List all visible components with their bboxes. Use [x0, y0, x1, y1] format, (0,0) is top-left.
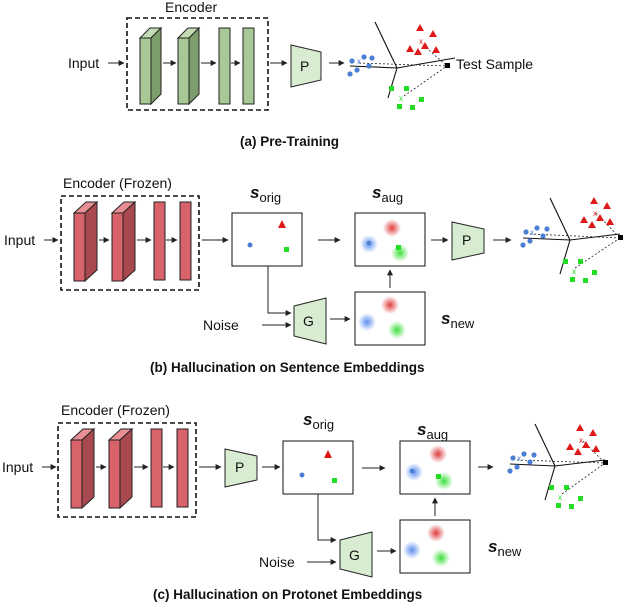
s-orig-box [282, 440, 354, 495]
input-label: Input [4, 232, 35, 248]
encoder-layer-1 [72, 200, 99, 283]
test-sample-label: Test Sample [456, 56, 533, 72]
encoder-layer-4 [176, 428, 189, 508]
embedding-space: x x x [520, 197, 623, 283]
embedding-space: x x x [347, 21, 456, 110]
encoder-layer-1 [69, 427, 96, 510]
encoder-layer-4 [179, 201, 192, 281]
projector-label: P [300, 58, 309, 74]
s-orig-box [231, 212, 303, 267]
caption-a: (a) Pre-Training [240, 134, 339, 149]
svg-text:x: x [419, 37, 423, 46]
s-aug-label: saug [417, 420, 448, 442]
embedding-space: x x x [507, 423, 608, 509]
panel-sentence-hallucination: Encoder (Frozen) Input sorig saug [4, 175, 623, 375]
svg-text:x: x [357, 57, 361, 66]
encoder-box [57, 422, 197, 518]
generator-block [293, 297, 327, 345]
noise-label: Noise [203, 317, 239, 333]
svg-text:x: x [572, 267, 576, 276]
encoder-layer-4 [242, 27, 255, 105]
svg-text:x: x [530, 228, 534, 237]
input-label: Input [2, 459, 33, 475]
svg-text:x: x [517, 454, 521, 463]
encoder-box [60, 195, 200, 291]
encoder-layer-3 [153, 201, 166, 281]
encoder-box [126, 17, 269, 111]
s-orig-label: sorig [303, 410, 334, 432]
generator-label: G [349, 547, 360, 563]
encoder-label: Encoder [165, 0, 217, 15]
projector-label: P [235, 459, 244, 475]
projector-block [290, 44, 322, 88]
encoder-layer-2 [110, 200, 137, 283]
panel-pretraining: Encoder Input P [68, 0, 533, 149]
encoder-layer-2 [107, 427, 134, 510]
encoder-frozen-label: Encoder (Frozen) [63, 175, 172, 191]
encoder-layer-2 [176, 26, 201, 106]
noise-label: Noise [259, 554, 295, 570]
generator-block [339, 531, 373, 578]
encoder-layer-1 [138, 26, 163, 106]
caption-c: (c) Hallucination on Protonet Embeddings [153, 587, 422, 602]
caption-b: (b) Hallucination on Sentence Embeddings [150, 360, 425, 375]
test-sample-marker [445, 63, 450, 68]
s-orig-label: sorig [250, 183, 281, 205]
encoder-layer-3 [150, 428, 163, 508]
projector-block [224, 448, 258, 488]
svg-text:x: x [558, 493, 562, 502]
generator-label: G [303, 313, 314, 329]
encoder-frozen-label: Encoder (Frozen) [61, 402, 170, 418]
svg-text:x: x [399, 94, 403, 103]
projector-block [451, 221, 485, 261]
panel-protonet-hallucination: Encoder (Frozen) Input P sorig s [2, 402, 608, 602]
s-aug-label: saug [372, 183, 403, 205]
svg-text:x: x [579, 436, 583, 445]
projector-label: P [462, 232, 471, 248]
svg-text:x: x [593, 209, 597, 218]
encoder-layer-3 [218, 27, 231, 105]
s-new-label: snew [441, 309, 475, 331]
input-label: Input [68, 55, 99, 71]
s-new-label: snew [488, 537, 522, 559]
